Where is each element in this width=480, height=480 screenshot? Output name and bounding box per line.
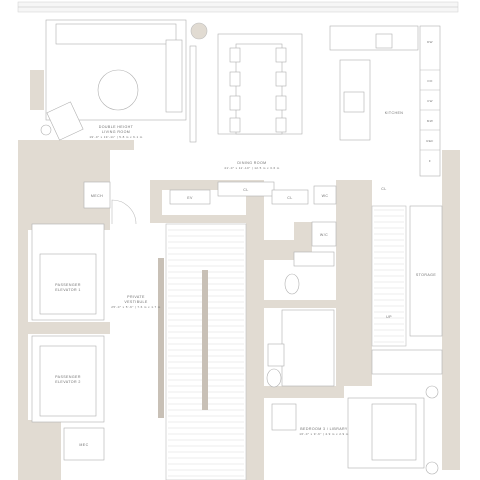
nightstand [425, 385, 439, 399]
toilet-2 [266, 368, 282, 388]
mec-room [63, 427, 105, 461]
elevator-1-cab [39, 253, 97, 315]
dining-dims: 41'-0" x 11'-10" | 12.5 m x 3.6 m [224, 166, 279, 170]
mw-label: MW [427, 119, 433, 123]
side-sofa [165, 39, 183, 113]
bedroom-label: BEDROOM 3 / LIBRARY [300, 427, 348, 431]
living-label-2: LIVING ROOM [102, 130, 130, 134]
closet-1 [217, 181, 275, 197]
vestibule-label-2: VESTIBULE [124, 300, 148, 304]
top-window-wall [17, 1, 459, 13]
kitchen-tall-units [419, 25, 441, 177]
wall-upper-left [28, 140, 134, 150]
cw-label: CW [427, 99, 433, 103]
mech-label: MECH [91, 194, 103, 198]
ev-cabinet [169, 189, 211, 205]
mech-room [83, 181, 111, 209]
vestibule-dims: 25'-0" x 5'-6" | 7.6 m x 1.7 m [111, 305, 161, 309]
bedroom-furniture [271, 385, 439, 475]
storage-room [409, 205, 443, 337]
wall-bath-mid [264, 300, 344, 308]
wall-ev-left [150, 180, 162, 220]
sofa [55, 23, 177, 45]
dining-table [235, 43, 283, 135]
wall-bedroom-top [264, 386, 344, 398]
wc-label: WC [322, 194, 329, 198]
bath-room [281, 309, 335, 387]
wall-left-bottom [28, 420, 61, 480]
wall-cabinets-top [160, 180, 250, 190]
ref-label: REF [426, 139, 433, 143]
vanity-2 [267, 343, 285, 367]
cl-label-b: CL [287, 196, 292, 200]
chair [275, 117, 287, 133]
column-living [30, 70, 44, 110]
up-label: UP [386, 315, 392, 319]
lounge-chair [46, 101, 84, 141]
right-stair [371, 205, 407, 347]
living-dims: 19'-0" x 19'-11" | 5.8 m x 6.1 m [89, 135, 142, 139]
stair-landing [371, 349, 443, 375]
chair [275, 71, 287, 87]
console [189, 45, 197, 143]
closet-2 [271, 189, 309, 205]
toilet-1 [284, 273, 300, 295]
stair-rail-left [158, 258, 164, 418]
wall-right [442, 150, 460, 470]
cooktop [343, 91, 365, 113]
vestibule-door-swing [111, 199, 137, 225]
elevator-2-cab [39, 345, 97, 417]
chair [271, 403, 297, 431]
nightstand [425, 461, 439, 475]
kitchen-counter-top [329, 25, 419, 51]
wic-room [311, 221, 337, 247]
chair [229, 71, 241, 87]
kitchen-label: KITCHEN [385, 111, 404, 115]
vestibule-label-1: PRIVATE [127, 295, 145, 299]
wall-stair-top [150, 215, 250, 223]
ev-label: EV [187, 196, 193, 200]
chair [229, 95, 241, 111]
bedroom-dims: 16'-0" x 9'-6" | 4.9 m x 2.9 m [299, 432, 349, 436]
oven-label: OO [427, 79, 433, 83]
chair [275, 47, 287, 63]
vanity [293, 251, 335, 267]
kitchen-sink [375, 33, 393, 49]
dw-label: DW [427, 40, 433, 44]
wall-center-right [336, 180, 372, 386]
f-label: F [429, 159, 431, 163]
storage-label: STORAGE [416, 273, 437, 277]
stair-rail [202, 270, 208, 410]
wc-cabinet [313, 185, 337, 205]
coffee-table [97, 69, 139, 111]
elevator-2-label-1: PASSENGER [55, 375, 81, 379]
dining-furniture [217, 33, 303, 135]
wall-left-lower [18, 150, 28, 480]
wall-core-right [246, 180, 264, 480]
living-label-1: DOUBLE HEIGHT [99, 125, 134, 129]
mec-label: MEC [79, 443, 88, 447]
elevator-2-label-2: ELEVATOR 2 [55, 380, 81, 384]
chair [229, 47, 241, 63]
main-stair [158, 223, 247, 480]
bed [371, 403, 417, 461]
building-walls [18, 140, 460, 480]
cl-label-c: CL [381, 187, 386, 191]
wall-between-elevators [28, 322, 110, 334]
kitchen-fixtures [329, 25, 441, 177]
wic-label: W/C [320, 233, 328, 237]
wall-bath-top [264, 240, 294, 260]
side-table [40, 124, 52, 136]
elevator-1-label-1: PASSENGER [55, 283, 81, 287]
cl-label-a: CL [243, 188, 248, 192]
elevator-1-label-2: ELEVATOR 1 [55, 288, 81, 292]
chair [229, 117, 241, 133]
dining-label: DINING ROOM [237, 161, 266, 165]
living-room-furniture [40, 19, 197, 143]
wall-wic-left [294, 222, 312, 252]
wall-left-corner [18, 140, 30, 160]
chair [275, 95, 287, 111]
round-column [190, 22, 208, 40]
